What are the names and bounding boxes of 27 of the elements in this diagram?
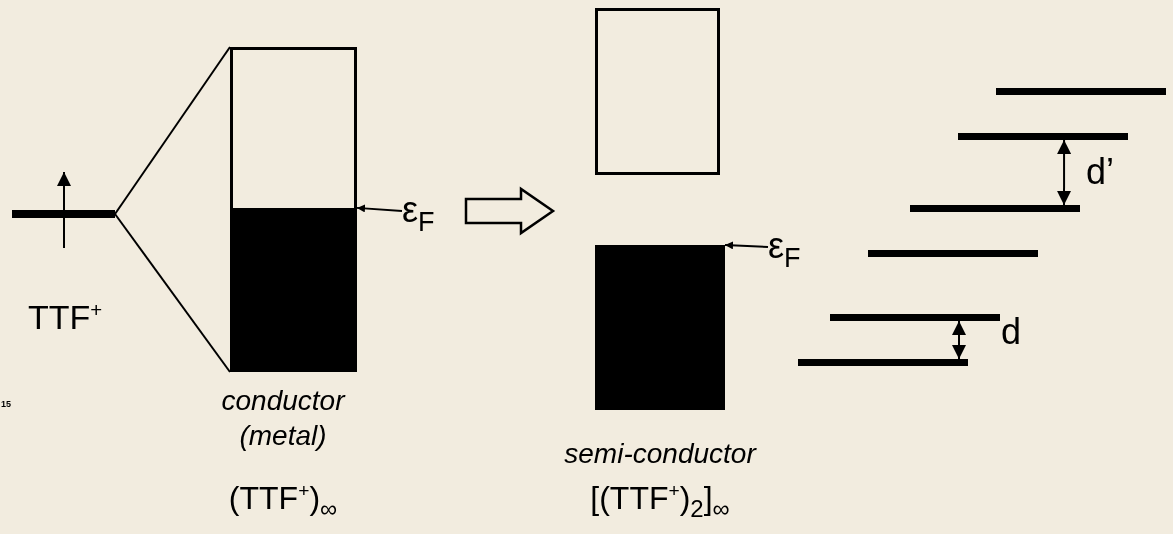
energy-band — [230, 47, 357, 372]
fermi-level-label: ε$_{F}$ — [402, 188, 466, 234]
energy-level — [910, 205, 1080, 212]
band-caption: TTF$^{+}$ — [26, 297, 104, 338]
connector-line — [114, 46, 231, 215]
double-arrow — [952, 320, 966, 360]
band-caption: [(TTF$^{+}$)$_{2}$]$_{∞}$ — [589, 479, 731, 525]
energy-level — [868, 250, 1038, 257]
energy-level — [996, 88, 1166, 95]
arrow — [356, 204, 403, 213]
energy-band — [595, 245, 725, 410]
block-arrow — [464, 186, 556, 236]
connector-line — [114, 213, 231, 373]
energy-level — [12, 210, 115, 218]
energy-level — [830, 314, 1000, 321]
double-arrow — [1057, 139, 1072, 206]
band-caption: (TTF$^{+}$)$_{∞}$ — [227, 479, 339, 525]
band-caption: conductor (metal) — [220, 384, 347, 453]
band-caption: semi-conductor — [563, 437, 758, 471]
energy-level — [798, 359, 968, 366]
edge-label: d — [1001, 312, 1022, 352]
energy-level — [958, 133, 1128, 140]
page-number: 15 — [1, 400, 11, 410]
arrow — [724, 241, 769, 250]
energy-band — [595, 8, 720, 175]
fermi-level-label: ε$_{F}$ — [768, 224, 832, 270]
edge-label: d’ — [1086, 152, 1115, 192]
